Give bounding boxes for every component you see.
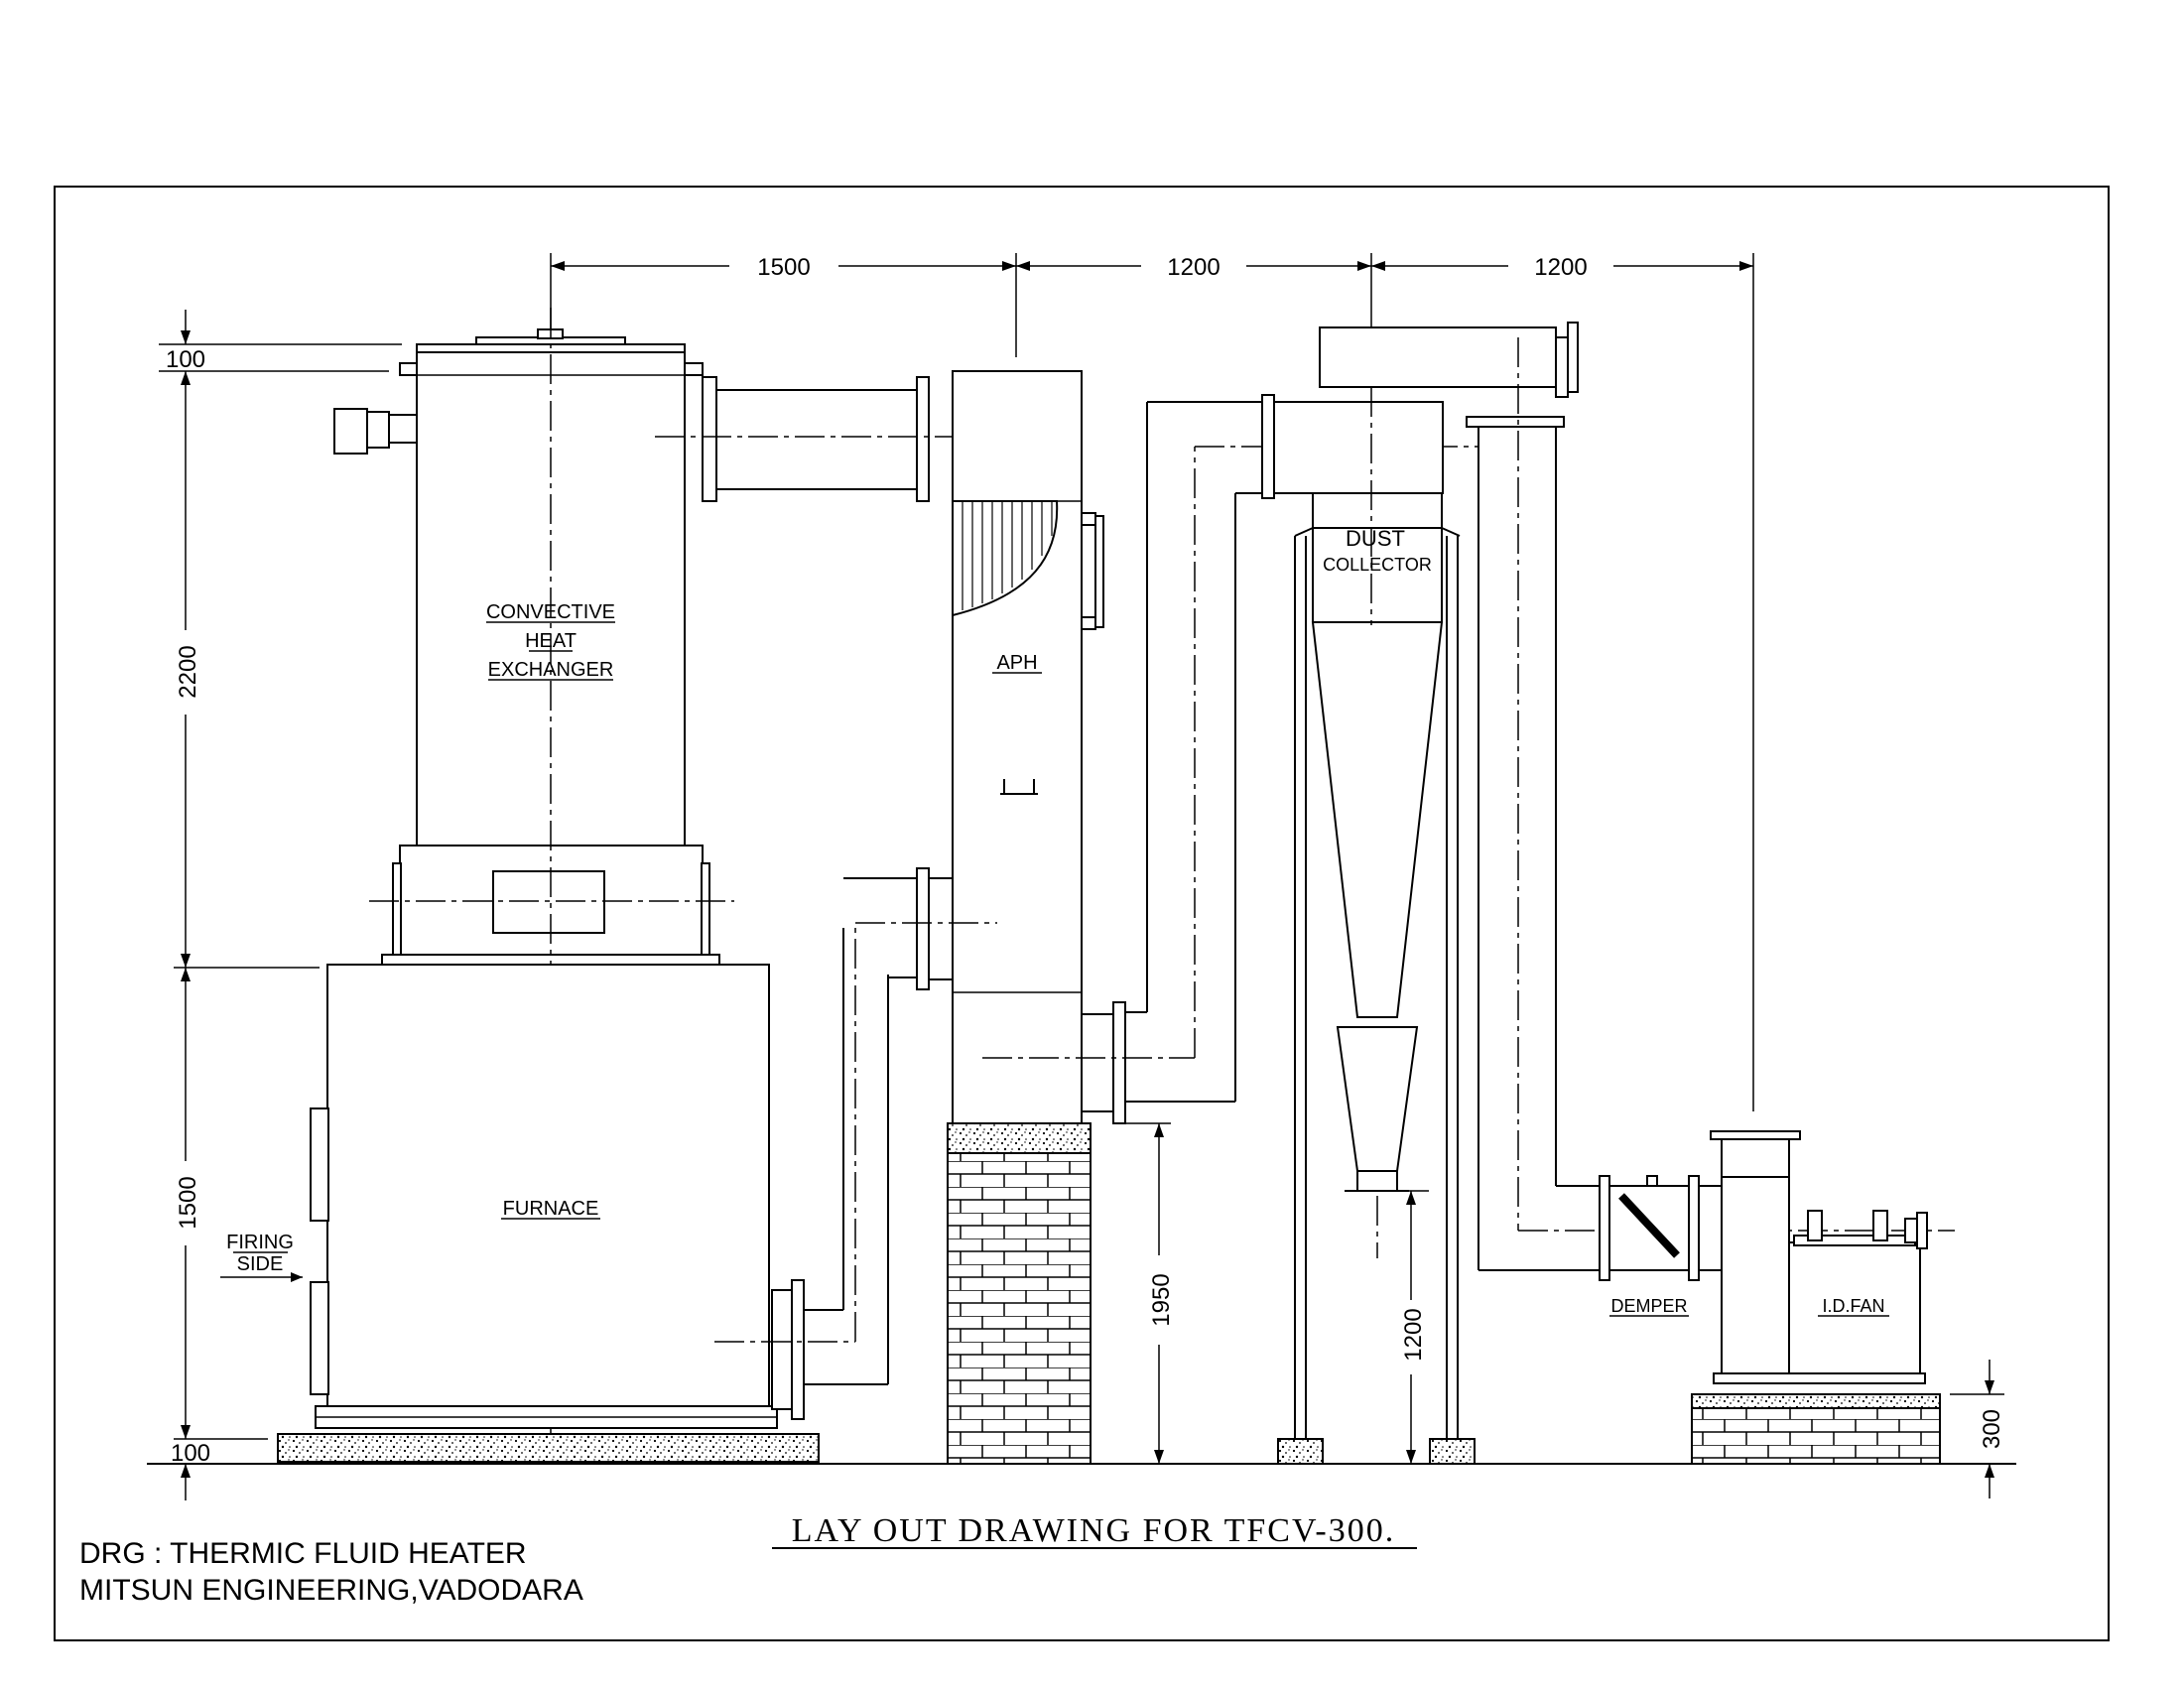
- duct-collector-to-fan: [1370, 337, 1955, 1271]
- label-id-fan: I.D.FAN: [1822, 1296, 1884, 1316]
- left-dimensions: 100 2200 1500 100: [159, 310, 402, 1500]
- note-drawing: DRG : THERMIC FLUID HEATER: [79, 1537, 527, 1570]
- dim-left-1500: 1500: [175, 1176, 201, 1229]
- label-firing-side-1: FIRING: [226, 1232, 294, 1253]
- label-convective-3: EXCHANGER: [488, 659, 614, 681]
- dim-left-100-top: 100: [166, 346, 205, 373]
- dim-left-2200: 2200: [175, 645, 201, 698]
- drawing-title: LAY OUT DRAWING FOR TFCV-300.: [792, 1512, 1395, 1549]
- label-aph: APH: [996, 652, 1037, 674]
- furnace-foundation: [277, 1433, 820, 1463]
- air-preheater: APH 1950: [655, 370, 1195, 1465]
- dim-top-1500: 1500: [757, 254, 810, 281]
- top-dimensions: 1500 1200 1200: [550, 253, 1754, 1111]
- label-dust: DUST: [1346, 526, 1405, 551]
- damper: DEMPER: [1599, 1175, 1700, 1317]
- label-convective-1: CONVECTIVE: [486, 601, 615, 623]
- label-collector: COLLECTOR: [1323, 555, 1432, 575]
- aph-brick-pedestal: [947, 1152, 1092, 1465]
- dust-collector: DUST COLLECTOR 1200: [1273, 322, 1579, 1465]
- dim-1200-vertical: 1200: [1400, 1308, 1427, 1361]
- note-company: MITSUN ENGINEERING,VADODARA: [79, 1574, 583, 1607]
- dim-top-1200-b: 1200: [1534, 254, 1587, 281]
- aph-gravel-cap: [947, 1122, 1092, 1154]
- label-damper: DEMPER: [1610, 1296, 1687, 1316]
- fan-brick-plinth: [1691, 1407, 1941, 1465]
- label-convective-2: HEAT: [525, 630, 577, 652]
- furnace: FURNACE FIRING SIDE: [220, 923, 889, 1463]
- drawing-border: [54, 186, 2110, 1641]
- label-firing-side-2: SIDE: [237, 1253, 284, 1275]
- dim-300: 300: [1979, 1409, 2005, 1449]
- dim-top-1200-a: 1200: [1167, 254, 1220, 281]
- dim-1950: 1950: [1148, 1273, 1175, 1326]
- dim-left-100-bottom: 100: [171, 1440, 210, 1467]
- label-furnace: FURNACE: [503, 1198, 599, 1220]
- id-fan: I.D.FAN 300: [1691, 1130, 2005, 1498]
- fan-gravel-cap: [1691, 1393, 1941, 1409]
